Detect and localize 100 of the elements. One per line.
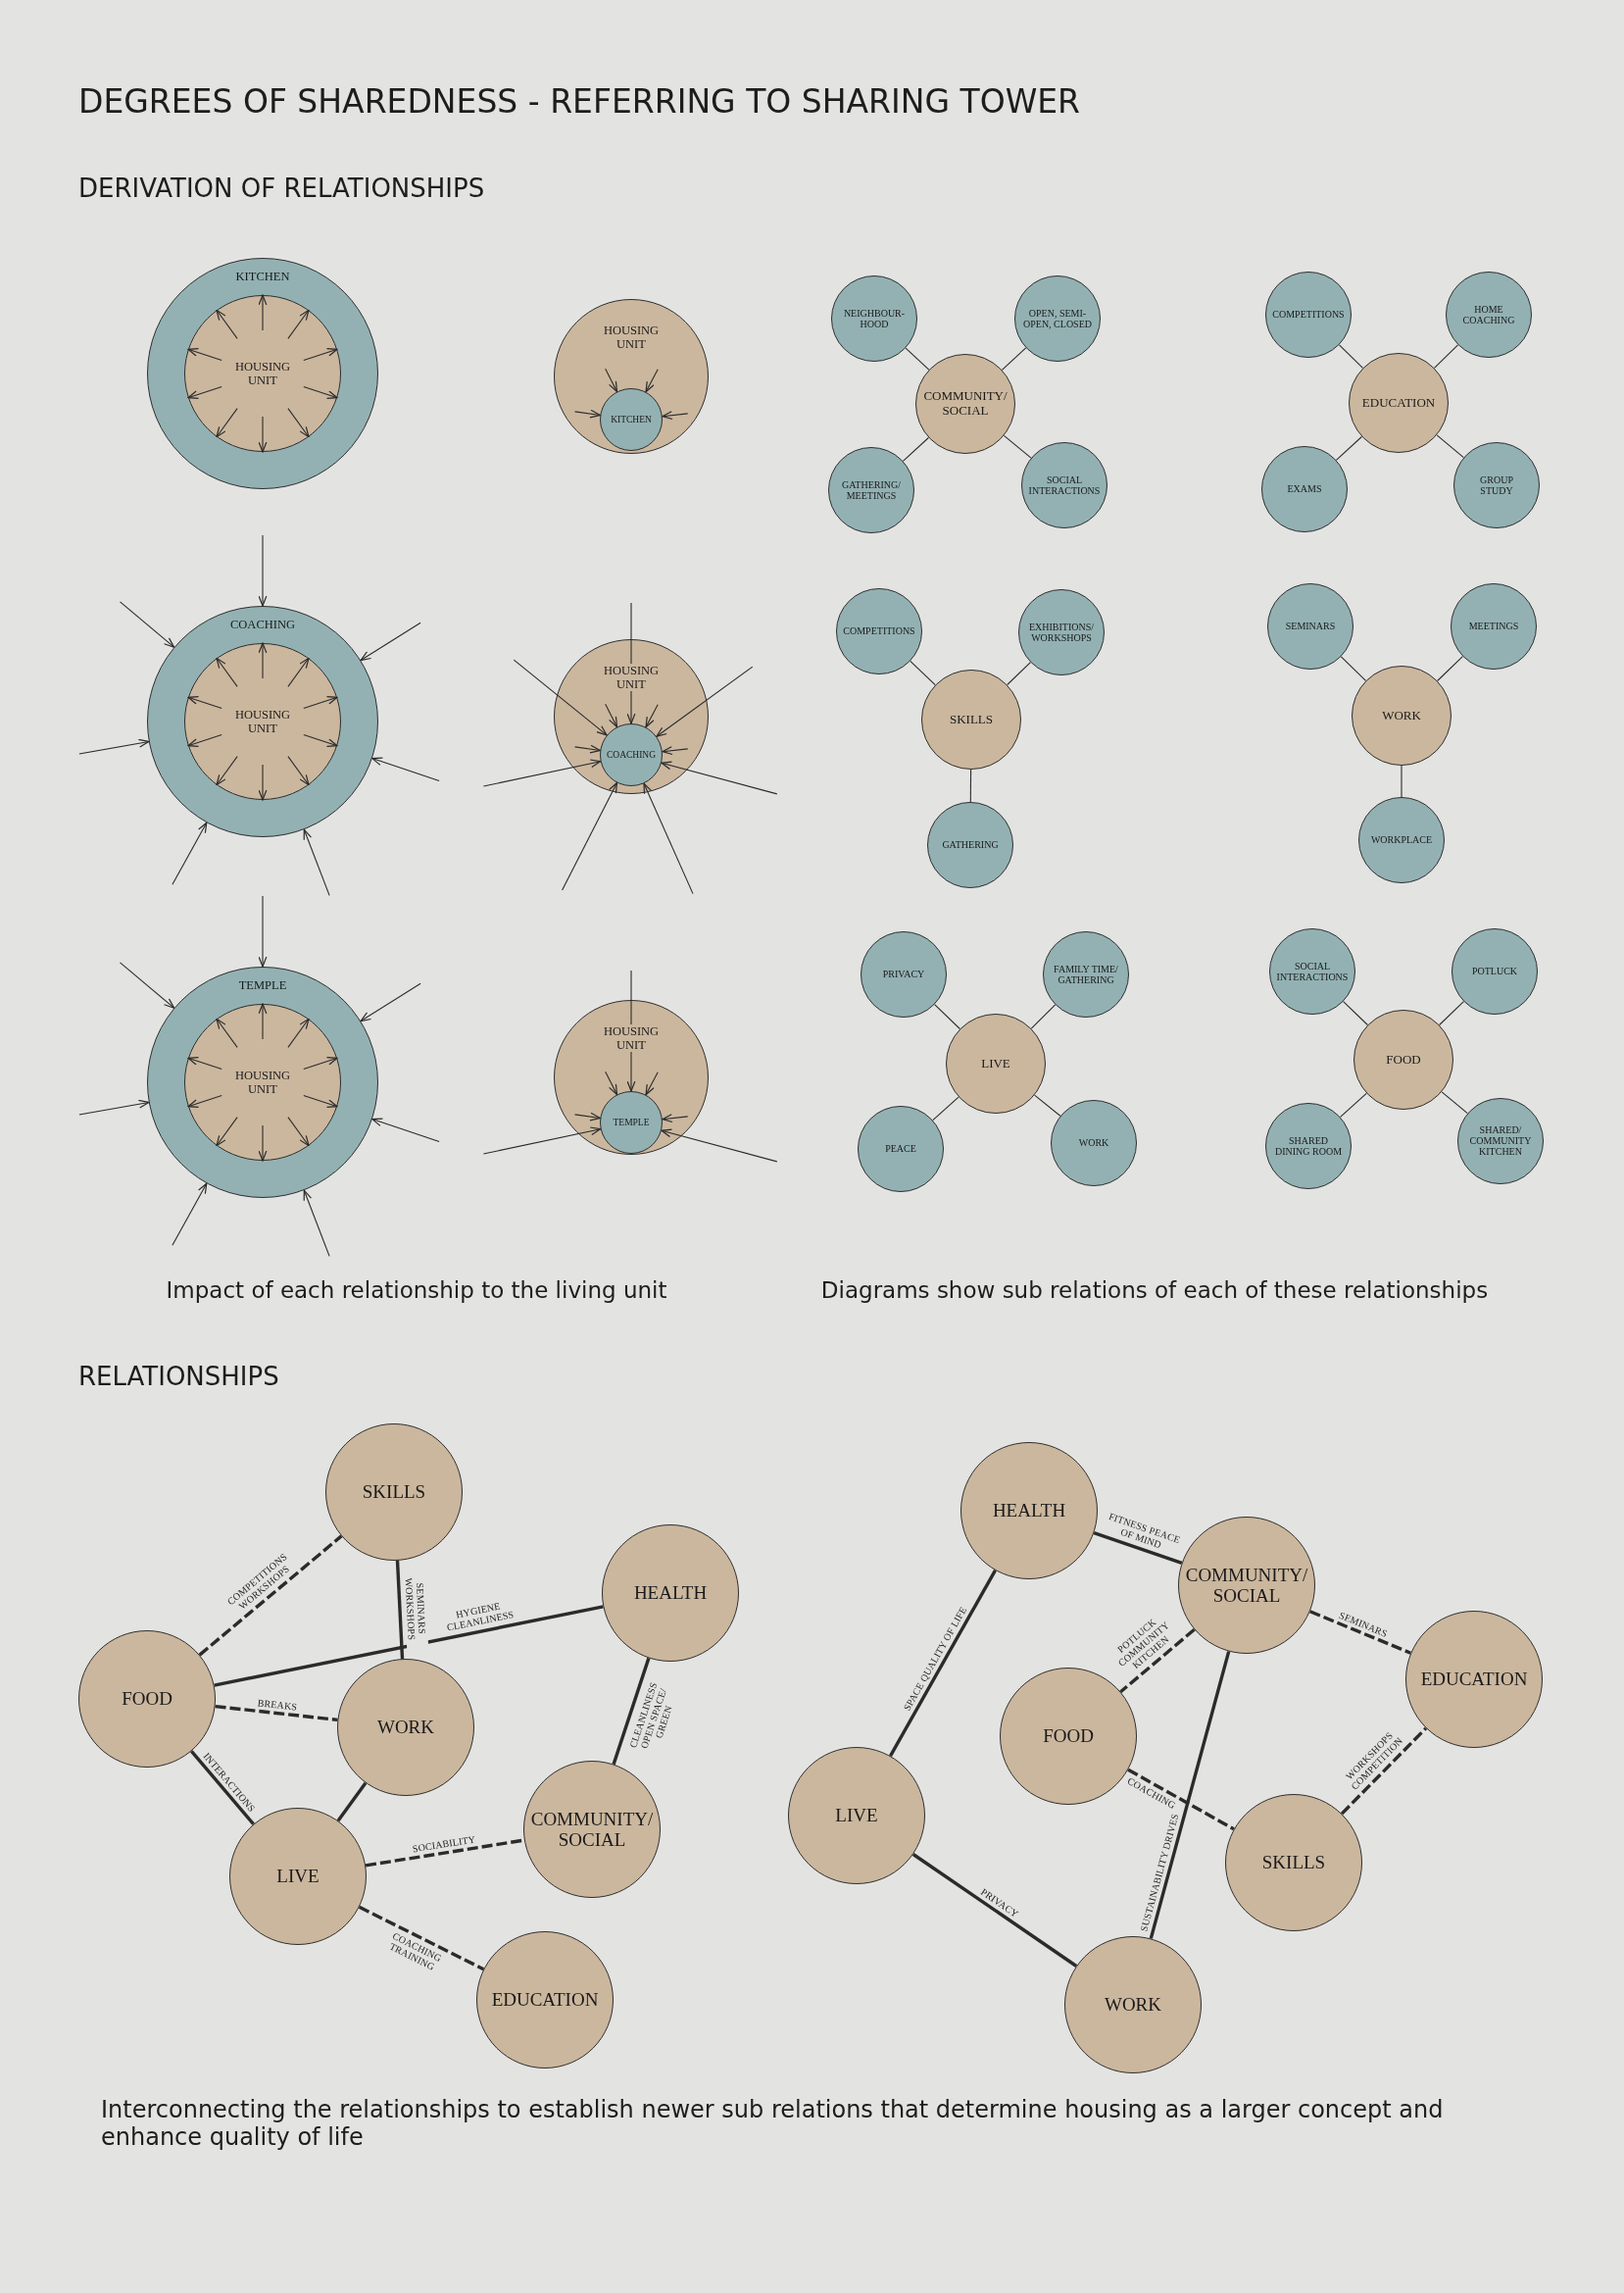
node-label: GROUP STUDY bbox=[1479, 474, 1514, 497]
arrow bbox=[258, 294, 268, 331]
arrow bbox=[605, 1071, 618, 1096]
node-label: WORK bbox=[1078, 1137, 1109, 1149]
connector-line bbox=[1003, 434, 1032, 459]
node-label: GATHERING bbox=[942, 839, 999, 851]
arrow bbox=[187, 734, 222, 747]
arrow bbox=[303, 734, 338, 747]
node-label: COMMUNITY/ SOCIAL bbox=[1184, 1564, 1309, 1607]
arrow bbox=[287, 756, 310, 786]
arrow bbox=[482, 759, 602, 787]
node-label: COMPETITIONS bbox=[1272, 309, 1345, 321]
arrow bbox=[258, 642, 268, 679]
arrow bbox=[562, 781, 618, 891]
connector-line bbox=[1149, 1651, 1231, 1939]
arrow bbox=[645, 704, 659, 728]
arrow bbox=[258, 1124, 268, 1162]
node-label: SHARED DINING ROOM bbox=[1273, 1134, 1344, 1158]
arrow bbox=[574, 744, 601, 754]
node-label: HOUSING UNIT bbox=[233, 1069, 292, 1096]
arrow bbox=[258, 416, 268, 453]
node-label: LIVE bbox=[276, 1866, 320, 1887]
dashed-connector bbox=[198, 1534, 343, 1657]
arrow bbox=[303, 386, 338, 399]
arrow bbox=[216, 756, 238, 786]
connector-line bbox=[214, 1605, 604, 1687]
dashed-connector bbox=[1340, 1726, 1428, 1816]
connector-line bbox=[1007, 662, 1031, 686]
relationship-circle bbox=[600, 723, 663, 786]
node-label: HOUSING UNIT bbox=[233, 708, 292, 735]
node-label: POTLUCK bbox=[1471, 966, 1518, 977]
arrow bbox=[187, 348, 222, 361]
node-label: SKILLS bbox=[949, 712, 994, 727]
edge-label: BREAKS bbox=[255, 1696, 300, 1713]
connector-line bbox=[1030, 1004, 1057, 1029]
connector-line bbox=[1034, 1094, 1061, 1117]
arrow bbox=[287, 1018, 310, 1048]
node-label: GATHERING/ MEETINGS bbox=[841, 478, 902, 502]
node-label: EDUCATION bbox=[1420, 1669, 1528, 1690]
connector-line bbox=[612, 1657, 651, 1766]
section-heading: RELATIONSHIPS bbox=[78, 1362, 279, 1391]
node-label: KITCHEN bbox=[235, 270, 290, 283]
dashed-connector bbox=[215, 1704, 338, 1722]
panel-caption: Diagrams show sub relations of each of these relationships bbox=[820, 1277, 1489, 1303]
node-label: SHARED/ COMMUNITY KITCHEN bbox=[1468, 1124, 1533, 1158]
node-label: WORK bbox=[1104, 1994, 1162, 2016]
node-label: COACHING bbox=[230, 618, 295, 631]
figure-caption: Interconnecting the relationships to establish newer sub relations that determine housing as a larger concept and enhance quality of life bbox=[101, 2096, 1445, 2151]
connector-line bbox=[1437, 656, 1463, 682]
arrow bbox=[303, 1189, 330, 1257]
arrow bbox=[371, 1118, 440, 1143]
node-label: EXHIBITIONS/ WORKSHOPS bbox=[1027, 621, 1096, 644]
arrow bbox=[258, 895, 268, 968]
arrow bbox=[626, 970, 636, 1092]
dashed-connector bbox=[1119, 1627, 1196, 1694]
arrow bbox=[287, 1117, 310, 1147]
node-label: COMMUNITY/ SOCIAL bbox=[529, 1808, 655, 1851]
node-label: OPEN, SEMI-OPEN, CLOSED bbox=[1022, 307, 1093, 330]
dashed-connector bbox=[1309, 1610, 1411, 1655]
connector-line bbox=[1093, 1531, 1183, 1565]
node-label: TEMPLE bbox=[238, 978, 287, 992]
arrow bbox=[574, 409, 601, 419]
relationship-circle bbox=[600, 1091, 663, 1154]
arrow bbox=[216, 657, 238, 687]
node-label: COMPETITIONS bbox=[843, 625, 915, 637]
connector-line bbox=[1439, 1001, 1464, 1026]
arrow bbox=[645, 369, 659, 393]
connector-line bbox=[910, 660, 936, 686]
arrow bbox=[626, 602, 636, 724]
connector-line bbox=[190, 1750, 255, 1825]
node-label: WORKPLACE bbox=[1370, 834, 1433, 846]
node-label: LIVE bbox=[835, 1805, 878, 1826]
node-label: HOME COACHING bbox=[1461, 303, 1516, 326]
arrow bbox=[287, 408, 310, 438]
arrow bbox=[645, 1072, 659, 1096]
arrow bbox=[605, 368, 618, 393]
node-label: EXAMS bbox=[1287, 483, 1322, 495]
connector-line bbox=[1338, 344, 1364, 369]
node-label: SOCIAL INTERACTIONS bbox=[1028, 474, 1101, 497]
arrow bbox=[119, 601, 175, 648]
connector-line bbox=[889, 1570, 997, 1757]
node-label: SOCIAL INTERACTIONS bbox=[1275, 960, 1350, 983]
connector-line bbox=[934, 1004, 960, 1030]
connector-line bbox=[932, 1096, 960, 1122]
arrow bbox=[303, 828, 330, 896]
section-heading: DERIVATION OF RELATIONSHIPS bbox=[78, 174, 485, 203]
arrow bbox=[216, 1018, 238, 1048]
node-label: HEALTH bbox=[633, 1582, 708, 1604]
node-label: HOUSING UNIT bbox=[233, 360, 292, 387]
arrow bbox=[216, 408, 238, 438]
dashed-connector bbox=[358, 1905, 485, 1971]
panel-caption: Impact of each relationship to the living unit bbox=[166, 1277, 667, 1303]
arrow bbox=[661, 761, 778, 795]
arrow bbox=[216, 309, 238, 339]
arrow bbox=[78, 738, 150, 755]
node-label: COMMUNITY/ SOCIAL bbox=[922, 389, 1009, 419]
arrow bbox=[172, 822, 208, 885]
connector-line bbox=[902, 436, 929, 462]
connector-line bbox=[395, 1560, 405, 1660]
arrow bbox=[643, 782, 694, 895]
